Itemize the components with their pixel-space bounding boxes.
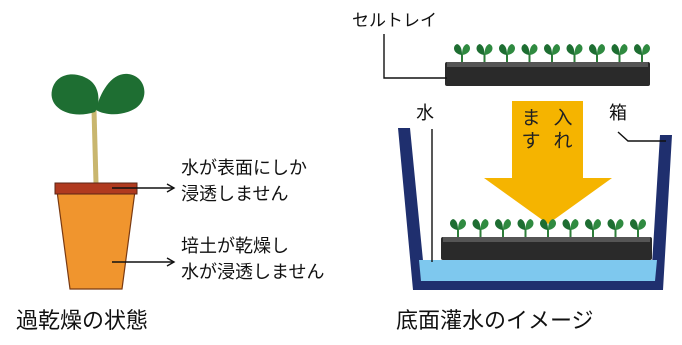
seedling bbox=[450, 219, 466, 237]
left-leaf bbox=[51, 74, 99, 115]
seedling bbox=[454, 44, 470, 62]
seedling bbox=[611, 44, 628, 62]
dry-pot-illustration bbox=[51, 73, 176, 290]
soil-note-line1: 培土が乾燥し bbox=[181, 236, 289, 257]
left-caption: 過乾燥の状態 bbox=[16, 309, 149, 334]
seedling bbox=[499, 44, 515, 62]
seedling bbox=[585, 219, 601, 237]
box-leader bbox=[617, 131, 666, 142]
seedling bbox=[472, 219, 489, 237]
arrow-text-col2: 入れ bbox=[553, 107, 573, 152]
arrow-text-col1: ます bbox=[521, 107, 541, 152]
seedling bbox=[607, 219, 624, 237]
seedling bbox=[589, 44, 605, 62]
cell-tray-label: セルトレイ bbox=[352, 11, 437, 31]
box-label: 箱 bbox=[609, 103, 627, 124]
soil-note-line2: 水が浸透しません bbox=[181, 262, 325, 283]
seedling bbox=[521, 44, 538, 62]
seedling bbox=[476, 44, 493, 62]
surface-note-line2: 浸透しません bbox=[181, 184, 289, 205]
downward-arrow bbox=[484, 101, 612, 224]
seedling bbox=[634, 44, 650, 62]
water-label: 水 bbox=[416, 103, 434, 124]
seedling bbox=[517, 219, 534, 237]
surface-note-line1: 水が表面にしか bbox=[181, 158, 307, 179]
seedling bbox=[495, 219, 511, 237]
top-seedlings bbox=[454, 44, 650, 62]
cell-tray-bottom bbox=[441, 237, 652, 260]
seedling bbox=[630, 219, 646, 237]
bottom-seedlings bbox=[450, 219, 646, 237]
plant-stem bbox=[91, 109, 99, 184]
seedling bbox=[544, 44, 560, 62]
seedling bbox=[562, 219, 579, 237]
right-leaf bbox=[96, 73, 145, 115]
cell-tray-leader bbox=[383, 34, 447, 79]
water-layer bbox=[419, 260, 657, 281]
pot-body bbox=[56, 190, 136, 290]
seedling bbox=[566, 44, 583, 62]
right-caption: 底面灌水のイメージ bbox=[396, 309, 594, 334]
bottom-irrigation-illustration bbox=[383, 34, 672, 290]
seedling bbox=[540, 219, 556, 237]
cell-tray-top bbox=[445, 62, 650, 86]
